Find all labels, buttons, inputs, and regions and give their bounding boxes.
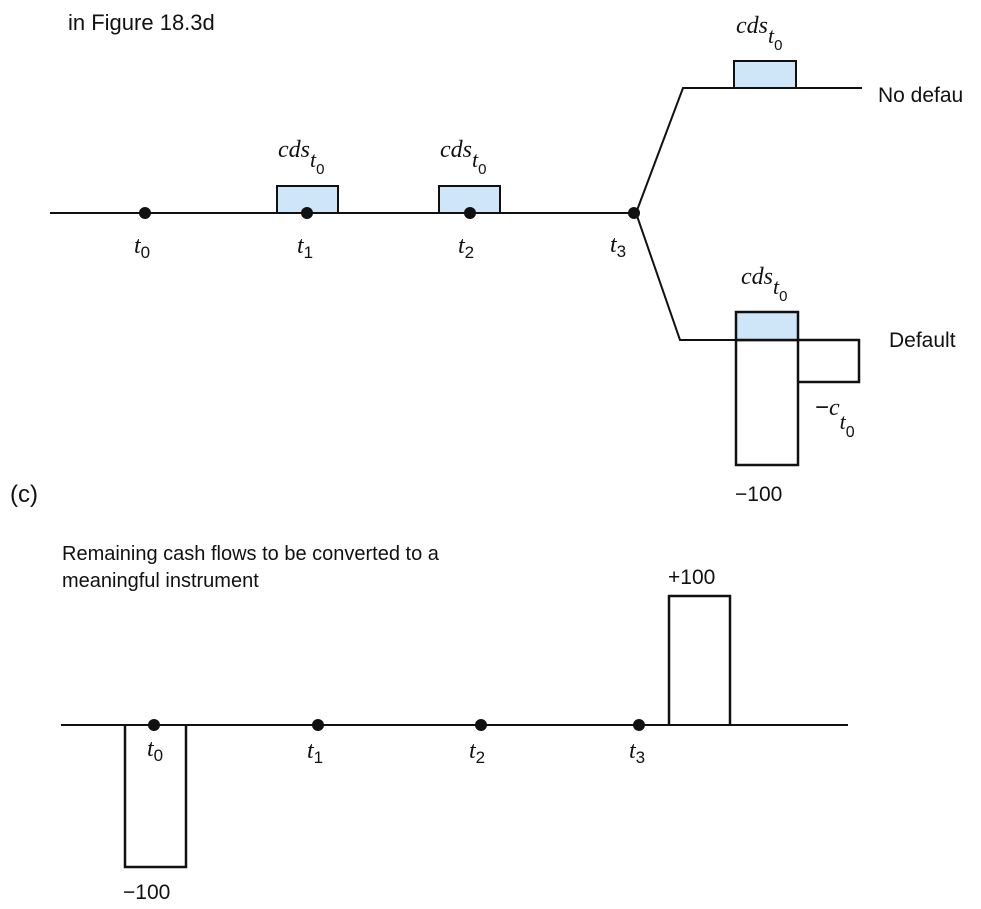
cds-label-t2: cdst0	[440, 137, 486, 178]
time-label-t0: t0	[134, 233, 150, 262]
no-default-label: No defau	[878, 84, 963, 107]
caption-line-2: meaningful instrument	[62, 570, 259, 592]
caption-line-1: Remaining cash flows to be converted to …	[62, 543, 440, 565]
time-dot-t0	[139, 207, 151, 219]
premium-box-no-default	[733, 60, 797, 89]
time-dot-t3	[628, 207, 640, 219]
default-label: Default	[889, 329, 956, 352]
bottom-label-t2: t2	[469, 738, 485, 767]
bottom-dot-t1	[312, 719, 324, 731]
default-branch	[635, 212, 736, 341]
cds-label-no-default: cdst0	[736, 13, 782, 54]
header-partial-text: in Figure 18.3d	[68, 10, 215, 35]
time-dot-t2	[464, 207, 476, 219]
outflow-bar	[123, 725, 188, 869]
inflow-label: +100	[668, 566, 715, 589]
loss-value-label: −100	[735, 483, 782, 506]
outflow-label: −100	[123, 881, 170, 904]
premium-box-default	[734, 310, 800, 342]
no-default-branch	[635, 87, 862, 214]
panel-c-label: (c)	[10, 481, 38, 508]
time-label-t2: t2	[458, 233, 474, 262]
time-label-t1: t1	[297, 233, 313, 262]
recovery-bar	[798, 338, 861, 384]
bottom-dot-t3	[633, 719, 645, 731]
bottom-label-t0: t0	[147, 736, 163, 765]
bottom-label-t3: t3	[629, 738, 645, 767]
cds-label-t1: cdst0	[278, 137, 324, 178]
time-dot-t1	[301, 207, 313, 219]
time-label-t3: t3	[610, 232, 626, 261]
bottom-label-t1: t1	[307, 738, 323, 767]
bottom-dot-t2	[475, 719, 487, 731]
inflow-bar	[667, 594, 732, 725]
bottom-dot-t0	[148, 719, 160, 731]
loss-bar	[734, 338, 800, 467]
premium-box-t2	[438, 185, 501, 214]
recovery-label: −ct0	[815, 394, 855, 441]
cds-label-default: cdst0	[741, 264, 787, 305]
